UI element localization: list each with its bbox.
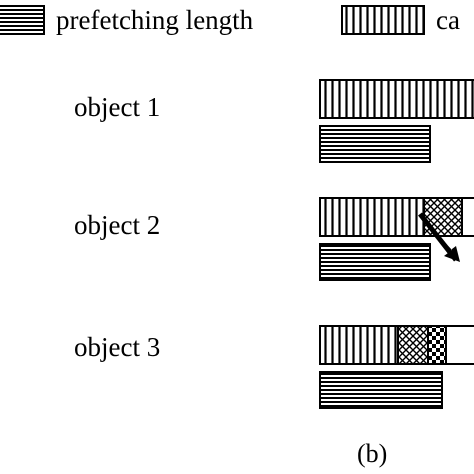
object2-prefetch-bar [319, 243, 431, 281]
legend-cache-swatch [341, 5, 425, 35]
object2-tail-block [461, 197, 474, 237]
object3-cache-bar [319, 325, 399, 365]
legend-prefetch-swatch [0, 5, 45, 35]
object1-prefetch-bar [319, 125, 431, 163]
object2-label: object 2 [74, 210, 161, 240]
object3-label: object 3 [74, 332, 161, 362]
object1-cache-bar [319, 79, 474, 119]
object3-tail-block [445, 325, 474, 365]
legend-prefetch-label: prefetching length [56, 5, 254, 35]
legend-cache-label: ca [436, 5, 460, 35]
object3-prefetch-bar [319, 371, 443, 409]
object2-cache-bar [319, 197, 425, 237]
subfigure-label: (b) [357, 439, 388, 468]
object1-label: object 1 [74, 92, 161, 122]
object3-checker-block [427, 325, 447, 365]
object3-hatched-block [397, 325, 429, 365]
object2-arrow-shaft [418, 212, 458, 262]
